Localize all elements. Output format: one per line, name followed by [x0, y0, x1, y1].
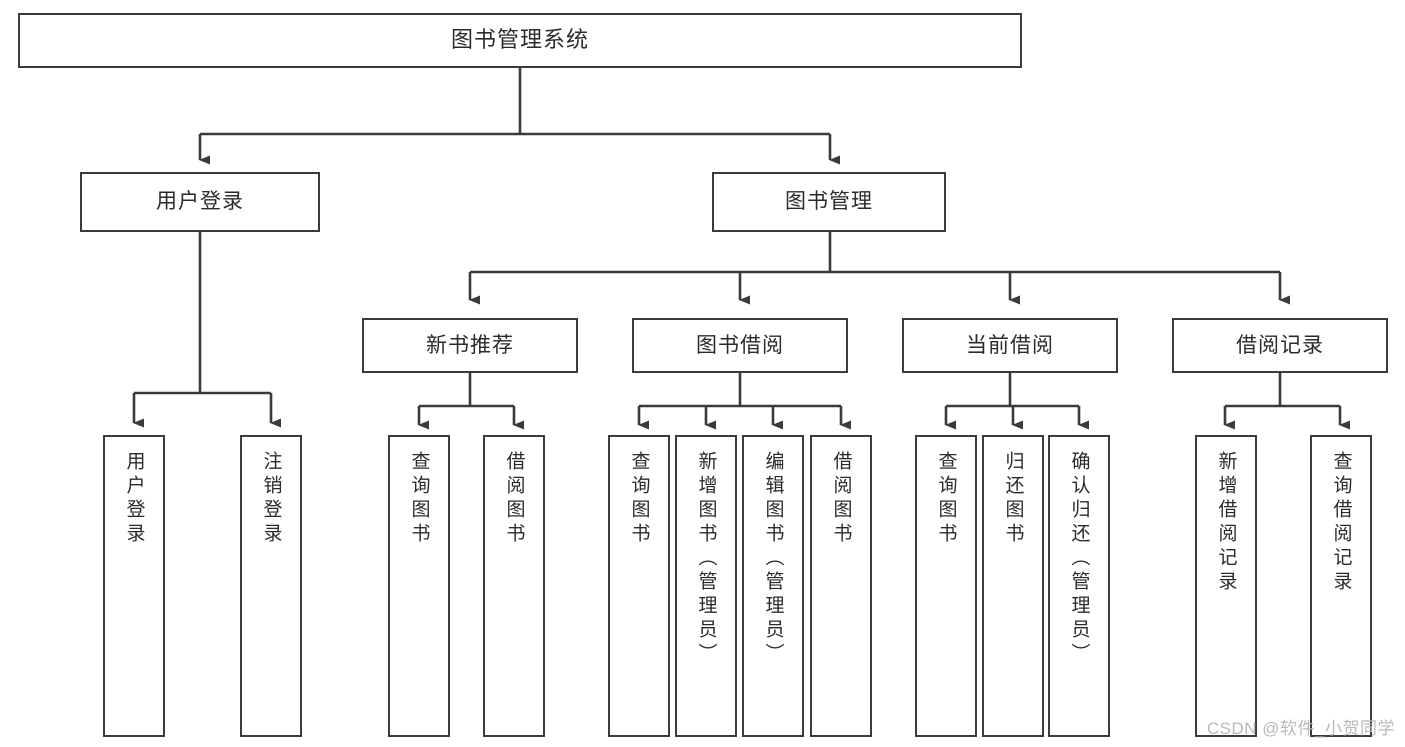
leaf-label: 归还图书 — [1002, 451, 1024, 547]
leaf-book-borrow-add[interactable]: 新增图书（管理员） — [675, 435, 737, 737]
leaf-borrow-record-add[interactable]: 新增借阅记录 — [1195, 435, 1257, 737]
leaf-label: 查询借阅记录 — [1330, 451, 1352, 595]
leaf-label: 借阅图书 — [503, 451, 525, 547]
node-borrow-record[interactable]: 借阅记录 — [1172, 318, 1388, 373]
node-book-management[interactable]: 图书管理 — [712, 172, 946, 232]
leaf-label: 借阅图书 — [830, 451, 852, 547]
leaf-label: 查询图书 — [628, 451, 650, 547]
leaf-label: 新增图书（管理员） — [695, 451, 717, 667]
node-root-system[interactable]: 图书管理系统 — [18, 13, 1022, 68]
leaf-label: 注销登录 — [260, 451, 282, 547]
leaf-borrow-record-query[interactable]: 查询借阅记录 — [1310, 435, 1372, 737]
leaf-label: 查询图书 — [408, 451, 430, 547]
leaf-new-book-query[interactable]: 查询图书 — [388, 435, 450, 737]
leaf-label: 编辑图书（管理员） — [762, 451, 784, 667]
leaf-new-book-borrow[interactable]: 借阅图书 — [483, 435, 545, 737]
leaf-book-borrow-borrow[interactable]: 借阅图书 — [810, 435, 872, 737]
leaf-book-borrow-edit[interactable]: 编辑图书（管理员） — [742, 435, 804, 737]
leaf-current-borrow-query[interactable]: 查询图书 — [915, 435, 977, 737]
leaf-user-login-login[interactable]: 用户登录 — [103, 435, 165, 737]
leaf-current-borrow-confirm-return[interactable]: 确认归还（管理员） — [1048, 435, 1110, 737]
leaf-label: 确认归还（管理员） — [1068, 451, 1090, 667]
watermark-text: CSDN @软件_小贺同学 — [1206, 719, 1395, 738]
leaf-book-borrow-query[interactable]: 查询图书 — [608, 435, 670, 737]
node-user-login[interactable]: 用户登录 — [80, 172, 320, 232]
node-book-borrow[interactable]: 图书借阅 — [632, 318, 848, 373]
leaf-label: 查询图书 — [935, 451, 957, 547]
leaf-label: 新增借阅记录 — [1215, 451, 1237, 595]
leaf-current-borrow-return[interactable]: 归还图书 — [982, 435, 1044, 737]
node-new-book-recommend[interactable]: 新书推荐 — [362, 318, 578, 373]
leaf-user-login-logout[interactable]: 注销登录 — [240, 435, 302, 737]
node-current-borrow[interactable]: 当前借阅 — [902, 318, 1118, 373]
leaf-label: 用户登录 — [123, 451, 145, 547]
